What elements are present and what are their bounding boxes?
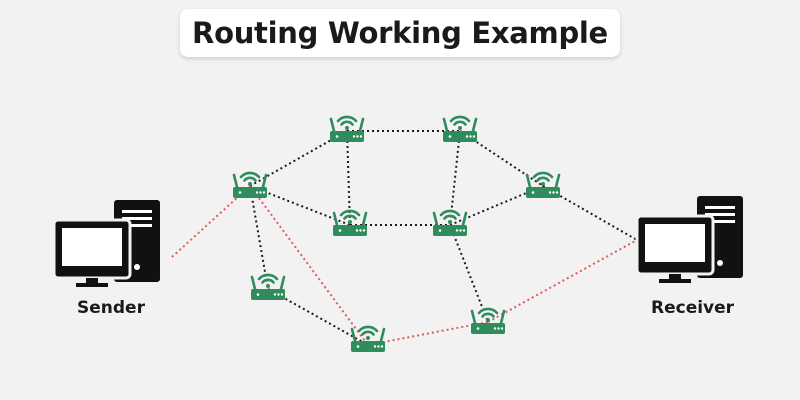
wifi-router-icon [231,171,269,200]
wifi-router-icon [441,115,479,144]
route-r1-r8 [249,185,369,346]
wifi-router-icon [431,209,469,238]
link-r2-r5 [346,130,351,226]
sender-label: Sender [77,298,145,318]
link-r1-r2 [249,130,348,187]
network-links [249,130,638,346]
sender-computer-icon [52,198,162,289]
title-card: Routing Working Example [180,9,620,57]
wifi-router-icon [469,307,507,336]
wifi-router-icon [331,209,369,238]
link-r7-r8 [267,288,369,346]
route-r8-r9 [367,321,489,346]
wifi-router-icon [249,273,287,302]
diagram-title: Routing Working Example [192,16,608,50]
link-r6-r9 [449,224,489,323]
wifi-router-icon [328,115,366,144]
link-r3-r6 [449,130,461,226]
link-r1-r7 [249,185,269,290]
receiver-computer-icon [635,194,745,285]
link-r4-receiver [542,185,638,241]
receiver-label: Receiver [651,298,735,318]
wifi-router-icon [524,171,562,200]
route-r9-receiver [487,239,638,323]
active-route [171,185,638,346]
